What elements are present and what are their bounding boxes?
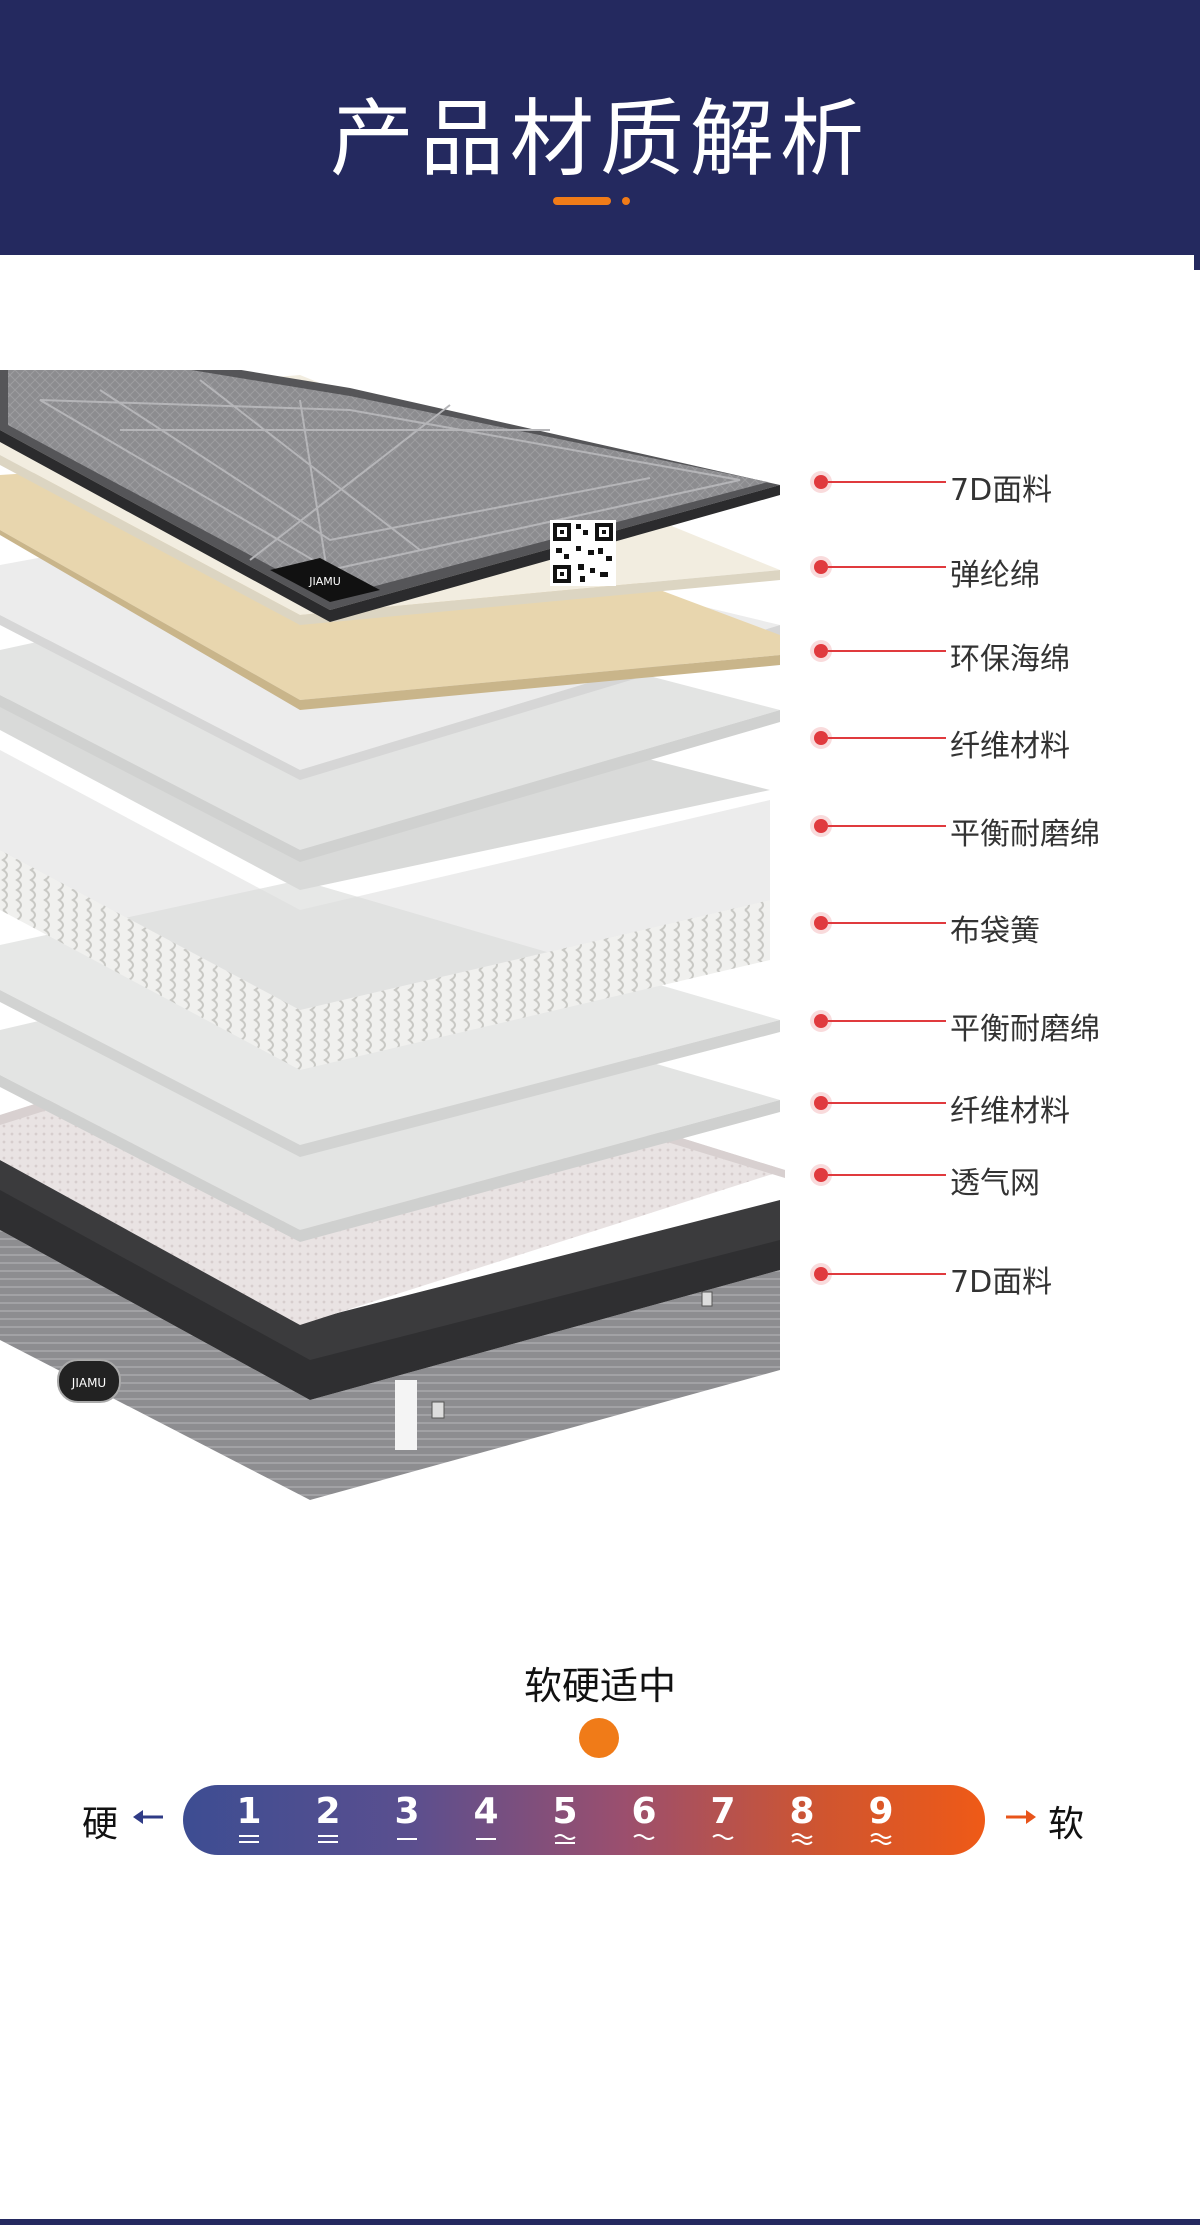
label-line xyxy=(828,1174,946,1176)
layer-base: JIAMU xyxy=(0,1160,780,1500)
layer-name: 7D面料 xyxy=(950,473,1053,508)
label-dot xyxy=(814,1014,828,1028)
label-dot xyxy=(814,1096,828,1110)
label-dot xyxy=(814,1267,828,1281)
firmness-scale-bar: 1 2 3 4 5 6 7 8 9 xyxy=(183,1785,985,1855)
scale-mark-3 xyxy=(377,1833,437,1847)
layer-label-10: 7D面料 xyxy=(810,1255,1180,1300)
label-dot xyxy=(814,916,828,930)
label-line xyxy=(828,1102,946,1104)
hard-label: 硬 xyxy=(82,1804,119,1845)
label-dot xyxy=(814,560,828,574)
scale-mark-5 xyxy=(535,1833,595,1847)
soft-label: 软 xyxy=(1048,1804,1085,1845)
scale-number-2: 2 xyxy=(315,1791,341,1832)
title-accent-dot xyxy=(622,197,630,205)
arrow-right-icon xyxy=(1006,1810,1036,1824)
mattress-layers-illustration: JIAMU xyxy=(0,370,785,1500)
label-line xyxy=(828,650,946,652)
scale-mark-9 xyxy=(851,1833,911,1847)
scale-number-5: 5 xyxy=(552,1791,578,1832)
layer-label-7: 平衡耐磨绵 xyxy=(810,1002,1180,1047)
layer-name: 平衡耐磨绵 xyxy=(950,1012,1100,1047)
scale-number-1: 1 xyxy=(236,1791,262,1832)
layer-name: 平衡耐磨绵 xyxy=(950,817,1100,852)
layer-label-3: 环保海绵 xyxy=(810,632,1180,677)
header-banner: 产品材质解析 xyxy=(0,0,1200,255)
layer-label-1: 7D面料 xyxy=(810,463,1180,508)
label-dot xyxy=(814,731,828,745)
label-dot xyxy=(814,644,828,658)
footer-line xyxy=(0,2219,1200,2225)
scale-number-7: 7 xyxy=(710,1791,736,1832)
label-dot xyxy=(814,819,828,833)
label-line xyxy=(828,1020,946,1022)
edge-accent xyxy=(1194,255,1200,270)
layer-label-9: 透气网 xyxy=(810,1156,1180,1201)
layer-label-5: 平衡耐磨绵 xyxy=(810,807,1180,852)
arrow-left-icon xyxy=(133,1810,163,1824)
layer-name: 布袋簧 xyxy=(950,914,1040,949)
label-dot xyxy=(814,1168,828,1182)
scale-number-8: 8 xyxy=(789,1791,815,1832)
firmness-marker xyxy=(579,1718,619,1758)
layer-name: 纤维材料 xyxy=(950,1094,1070,1129)
layer-label-6: 布袋簧 xyxy=(810,904,1180,949)
scale-mark-6 xyxy=(614,1833,674,1847)
page-title: 产品材质解析 xyxy=(329,90,870,188)
label-line xyxy=(828,825,946,827)
top-logo-text: JIAMU xyxy=(308,575,341,588)
scale-mark-4 xyxy=(456,1833,516,1847)
scale-number-4: 4 xyxy=(473,1791,499,1832)
firmness-caption: 软硬适中 xyxy=(523,1664,676,1708)
label-line xyxy=(828,481,946,483)
scale-mark-8 xyxy=(772,1833,832,1847)
scale-number-3: 3 xyxy=(394,1791,420,1832)
base-logo-text: JIAMU xyxy=(71,1376,106,1390)
label-line xyxy=(828,737,946,739)
layer-name: 纤维材料 xyxy=(950,729,1070,764)
label-line xyxy=(828,1273,946,1275)
label-line xyxy=(828,566,946,568)
layer-name: 透气网 xyxy=(950,1166,1040,1201)
layer-name: 环保海绵 xyxy=(950,642,1070,677)
layer-label-2: 弹纶绵 xyxy=(810,548,1180,593)
scale-mark-7 xyxy=(693,1833,753,1847)
label-dot xyxy=(814,475,828,489)
layer-label-4: 纤维材料 xyxy=(810,719,1180,764)
scale-number-9: 9 xyxy=(868,1791,894,1832)
scale-number-6: 6 xyxy=(631,1791,657,1832)
layer-name: 弹纶绵 xyxy=(950,558,1040,593)
qr-code-icon xyxy=(550,520,616,586)
scale-mark-1 xyxy=(219,1833,279,1847)
layer-label-8: 纤维材料 xyxy=(810,1084,1180,1129)
title-accent-bar xyxy=(553,197,611,205)
label-line xyxy=(828,922,946,924)
layer-name: 7D面料 xyxy=(950,1265,1053,1300)
layer-top-fabric: JIAMU xyxy=(0,370,780,622)
scale-mark-2 xyxy=(298,1833,358,1847)
